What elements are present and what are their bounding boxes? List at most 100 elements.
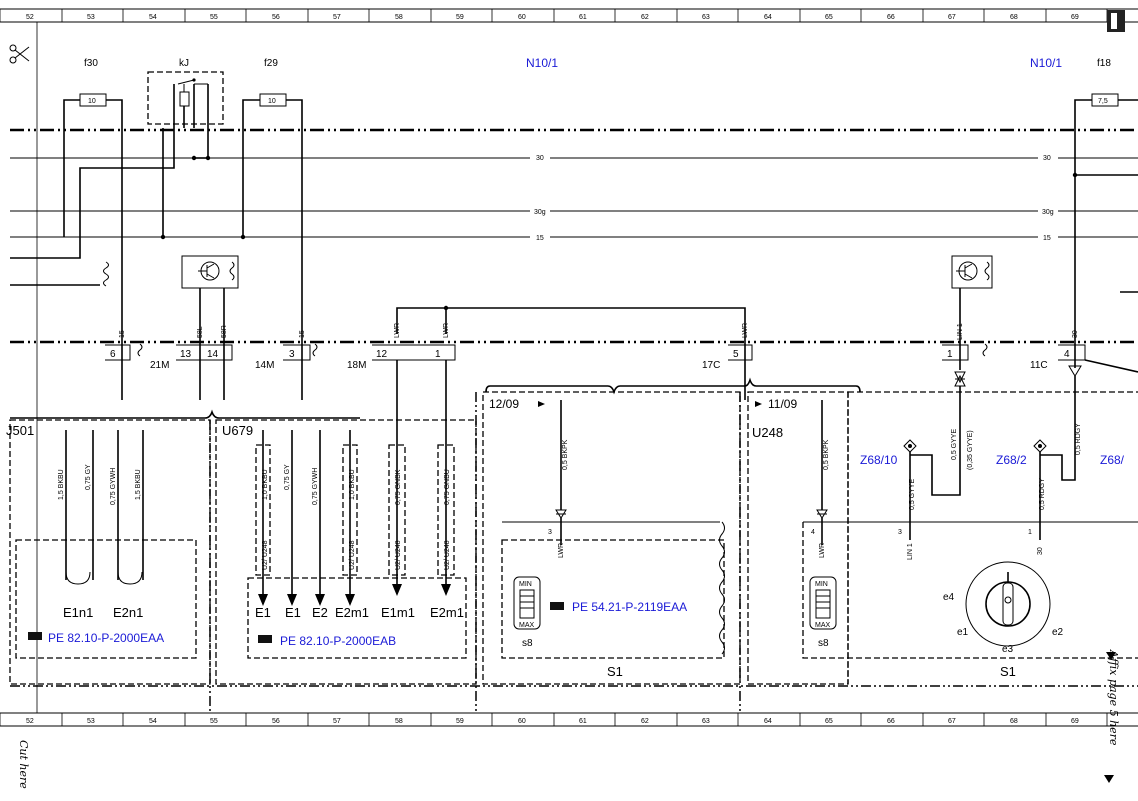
ref-12-09: 12/09 [489,397,519,411]
switch-pin-3a: 3 [548,529,552,536]
pin-14: 14 [207,349,219,360]
pin-label-15b: 15 [299,330,306,338]
load-e1m1: E1m1 [381,605,415,620]
label-n10-left: N10/1 [526,56,558,70]
switch-e2: e2 [1052,627,1064,638]
switch-e1: e1 [957,627,969,638]
ruler-label: 57 [333,14,341,21]
pin-label-30: 30 [1072,330,1079,338]
bus-30-label: 30 [536,155,544,162]
wire-w1: 1,5 BKBU [58,469,65,500]
pin-12: 12 [376,349,388,360]
ruler-label: 53 [87,14,95,21]
upper-wiring [10,128,1138,400]
switch-pin-3b: 3 [898,529,902,536]
section-label-u679: U679 [222,423,253,438]
ruler-label: 65 [825,14,833,21]
wire-u2c: U2/ U248 [395,540,402,570]
label-kj: kJ [179,58,189,69]
fuse-f18: 7,5 [1074,93,1138,128]
margin-cut-here: Cut here [17,740,30,789]
ruler-label: 59 [456,14,464,21]
pin-3: 3 [289,349,295,360]
section-u679 [215,419,477,685]
pin-label-58r: 58R [221,325,228,338]
pin-label-lin1: LIN 1 [957,323,964,340]
wire-w15: 0,5 GYYE [909,479,916,510]
ruler-label: 69 [1071,718,1079,725]
switch-s8b: s8 [818,638,829,649]
connector-row: 6 21M 13 14 14M 3 18M 12 1 17C 5 1 11C 4… [105,323,1138,373]
switch-pin-4: 4 [811,529,815,536]
bottom-ruler [0,712,1138,727]
wire-w7: 0,75 GYWH [312,468,319,505]
wire-w3: 0,75 GYWH [110,468,117,505]
connector-18m: 18M [347,360,366,371]
ruler-label: 67 [948,718,956,725]
switch-e3: e3 [1002,644,1014,655]
section-s1-left [482,391,741,685]
doc-ref-icon-1 [28,632,42,640]
bus-30g-label-right: 30g [1042,209,1054,216]
bus-15-label-right: 15 [1043,235,1051,242]
doc-ref-2[interactable]: PE 82.10-P-2000EAB [280,634,396,648]
ruler-label: 52 [26,14,34,21]
fuse-f30-rating: 10 [88,98,96,105]
label-f30: f30 [84,58,98,69]
ruler-label: 68 [1010,14,1018,21]
ruler-label: 54 [149,14,157,21]
ruler-label: 53 [87,718,95,725]
wire-w12: 0,5 BKPK [823,439,830,470]
switch-s8a: s8 [522,638,533,649]
switch-lwr-b: LWR [819,543,826,558]
ruler-label: 64 [764,718,772,725]
section-label-u248: U248 [752,425,783,440]
doc-ref-3[interactable]: PE 54.21-P-2119EAA [572,600,687,614]
ruler-label: 55 [210,14,218,21]
switch-max-a: MAX [519,622,535,629]
ruler-label: 63 [702,718,710,725]
ruler-label: 55 [210,718,218,725]
ruler-label: 52 [26,718,34,725]
connector-21m: 21M [150,360,169,371]
ruler-label: 56 [272,718,280,725]
s1-right-wiring [802,376,1138,659]
fuse-f29-rating: 10 [268,98,276,105]
ruler-label: 66 [887,718,895,725]
wire-w13: 0,5 GYYE [951,429,958,460]
ruler-label: 61 [579,718,587,725]
doc-ref-1[interactable]: PE 82.10-P-2000EAA [48,631,164,645]
splice-z68-cut: Z68/ [1100,453,1125,467]
ruler-label: 61 [579,14,587,21]
load-e1a: E1 [255,605,271,620]
pin-4: 4 [1064,349,1070,360]
bus-30-label-right: 30 [1043,155,1051,162]
u679-wires [247,430,467,659]
fuse-f29: 10 [242,93,303,128]
load-e2m1b: E2m1 [430,605,464,620]
pin-label-lwr2: LWR [443,323,450,338]
ruler-label: 58 [395,14,403,21]
label-n10-right: N10/1 [1030,56,1062,70]
wire-u2a: U2/ U248 [262,540,269,570]
connector-14m: 14M [255,360,274,371]
switch-lwr-a: LWR [558,543,565,558]
ruler-label: 62 [641,718,649,725]
pin-label-58l: 58L [197,326,204,338]
wire-w10: 0,75 GNBU [444,469,451,505]
bus-15-label: 15 [536,235,544,242]
ruler-label: 64 [764,14,772,21]
switch-min-a: MIN [519,581,532,588]
switch-e4: e4 [943,592,955,603]
wire-w8: 1,0 BKBU [349,469,356,500]
ruler-label: 56 [272,14,280,21]
ruler-label: 69 [1071,14,1079,21]
load-e2n1: E2n1 [113,605,143,620]
wire-u2d: U2/ U248 [444,540,451,570]
wire-w16: 0,5 RDGY [1039,478,1046,510]
pin-label-lwr3: LWR [742,323,749,338]
pin-1b: 1 [947,349,953,360]
load-e1n1: E1n1 [63,605,93,620]
switch-30: 30 [1037,547,1044,555]
ref-11-09: 11/09 [768,397,797,411]
